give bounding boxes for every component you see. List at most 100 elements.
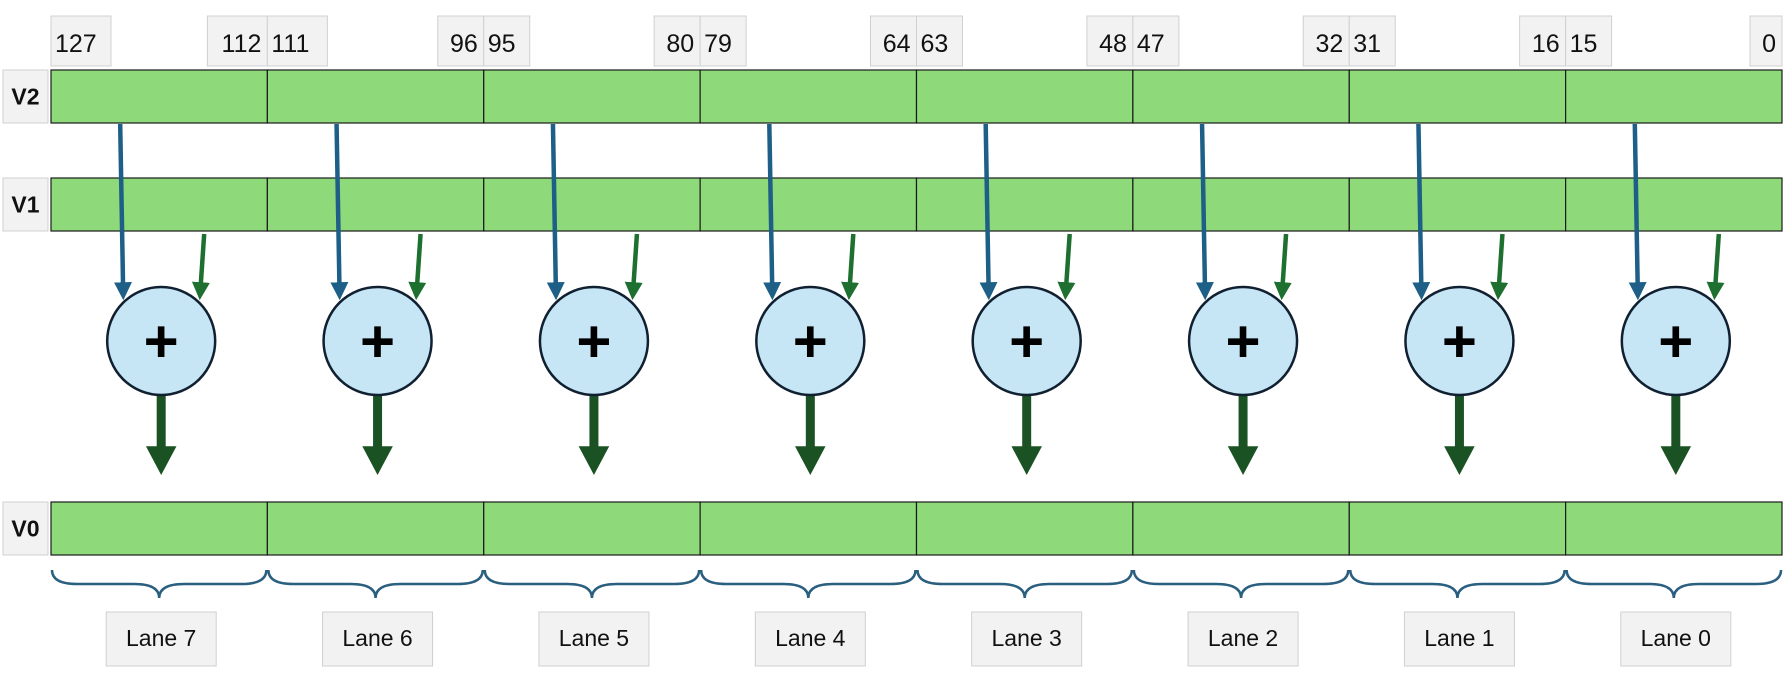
v0-lane-cell	[483, 501, 701, 556]
register-label-box	[2, 501, 49, 556]
bit-label-box	[266, 15, 328, 67]
lane-brace	[1132, 569, 1350, 599]
lane-brace	[483, 569, 701, 599]
bit-high-label: 63	[921, 30, 949, 58]
bit-label-box	[1348, 15, 1396, 67]
lane-label: Lane 7	[126, 625, 196, 651]
bit-label-box	[1086, 15, 1134, 67]
lane-label: Lane 6	[342, 625, 412, 651]
bit-low-label: 0	[1762, 30, 1776, 58]
v0-lane-cell	[915, 501, 1134, 556]
v0-lane-cell	[699, 501, 918, 556]
bit-label-box	[1519, 15, 1567, 67]
adder-circle	[538, 285, 650, 397]
bit-high-label: 127	[55, 30, 97, 58]
v1-lane-cell	[1348, 177, 1567, 232]
bit-label-box	[50, 15, 112, 67]
lane-brace	[916, 569, 1134, 599]
v1-lane-cell	[1132, 177, 1350, 232]
bit-high-label: 47	[1137, 30, 1165, 58]
v0-lane-cell	[1132, 501, 1350, 556]
plus-symbol: +	[793, 308, 828, 375]
v2-lane-cell	[915, 69, 1134, 124]
v1-to-adder-arrow	[191, 233, 210, 301]
v0-lane-cell	[50, 501, 268, 556]
v1-to-adder-arrow	[1273, 233, 1292, 301]
bit-low-label: 96	[450, 30, 478, 58]
v0-lane-cell	[266, 501, 485, 556]
bit-high-label: 111	[271, 30, 309, 58]
lane-label: Lane 0	[1641, 625, 1711, 651]
v0-lane-cell	[1565, 501, 1783, 556]
bit-label-box	[699, 15, 747, 67]
v1-lane-cell	[266, 177, 485, 232]
lane-label: Lane 4	[775, 625, 846, 651]
bit-low-label: 64	[883, 30, 911, 58]
bit-label-box	[206, 15, 268, 67]
v1-to-adder-arrow	[841, 233, 860, 301]
lane-label-box	[754, 611, 866, 667]
bit-low-label: 112	[222, 30, 262, 58]
lane-label-box	[1403, 611, 1515, 667]
adder-circle	[1404, 285, 1515, 397]
v2-lane-cell	[1132, 69, 1350, 124]
v2-lane-cell	[266, 69, 485, 124]
v1-to-adder-arrow	[1706, 233, 1725, 301]
v2-to-adder-arrow	[979, 123, 998, 301]
plus-symbol: +	[360, 308, 395, 375]
plus-symbol: +	[1442, 308, 1477, 375]
register-label: V0	[11, 516, 39, 542]
lane-label: Lane 2	[1208, 625, 1278, 651]
v2-lane-cell	[1348, 69, 1567, 124]
plus-symbol: +	[576, 308, 611, 375]
bit-low-label: 80	[666, 30, 694, 58]
bit-low-label: 48	[1099, 30, 1127, 58]
plus-symbol: +	[1226, 308, 1261, 375]
lane-label-box	[322, 611, 434, 667]
register-label-box	[2, 69, 49, 124]
plus-symbol: +	[1658, 308, 1693, 375]
lane-label: Lane 1	[1424, 625, 1494, 651]
v1-to-adder-arrow	[1057, 233, 1076, 301]
v2-to-adder-arrow	[763, 123, 782, 301]
register-label: V2	[11, 84, 39, 110]
lane-brace	[699, 569, 917, 599]
v1-lane-cell	[699, 177, 918, 232]
v1-to-adder-arrow	[624, 233, 643, 301]
lane-label-box	[538, 611, 650, 667]
bit-label-box	[1132, 15, 1180, 67]
bit-high-label: 31	[1353, 30, 1381, 58]
plus-symbol: +	[1009, 308, 1044, 375]
v0-lane-cell	[1348, 501, 1567, 556]
adder-circle	[105, 285, 217, 397]
lane-label: Lane 5	[559, 625, 629, 651]
v1-to-adder-arrow	[408, 233, 427, 301]
v2-to-adder-arrow	[1412, 123, 1431, 301]
bit-low-label: 32	[1315, 30, 1343, 58]
adder-circle	[1620, 285, 1732, 397]
v1-lane-cell	[915, 177, 1134, 232]
register-label-box	[2, 177, 49, 232]
bit-label-box	[1749, 15, 1783, 67]
bit-label-box	[483, 15, 531, 67]
v2-to-adder-arrow	[113, 123, 132, 301]
v2-to-adder-arrow	[546, 123, 565, 301]
v2-to-adder-arrow	[1628, 123, 1647, 301]
v2-lane-cell	[483, 69, 701, 124]
v2-lane-cell	[1565, 69, 1783, 124]
bit-label-box	[1565, 15, 1613, 67]
v1-lane-cell	[483, 177, 701, 232]
bit-label-box	[653, 15, 701, 67]
bit-label-box	[916, 15, 963, 67]
v2-to-adder-arrow	[1195, 123, 1214, 301]
lane-label: Lane 3	[992, 625, 1062, 651]
bit-high-label: 79	[704, 30, 732, 58]
bit-high-label: 15	[1570, 30, 1598, 58]
lane-brace	[1349, 569, 1566, 599]
bit-label-box	[437, 15, 485, 67]
adder-circle	[322, 285, 433, 397]
plus-symbol: +	[144, 308, 179, 375]
lane-label-box	[1620, 611, 1732, 667]
lane-label-box	[1187, 611, 1299, 667]
